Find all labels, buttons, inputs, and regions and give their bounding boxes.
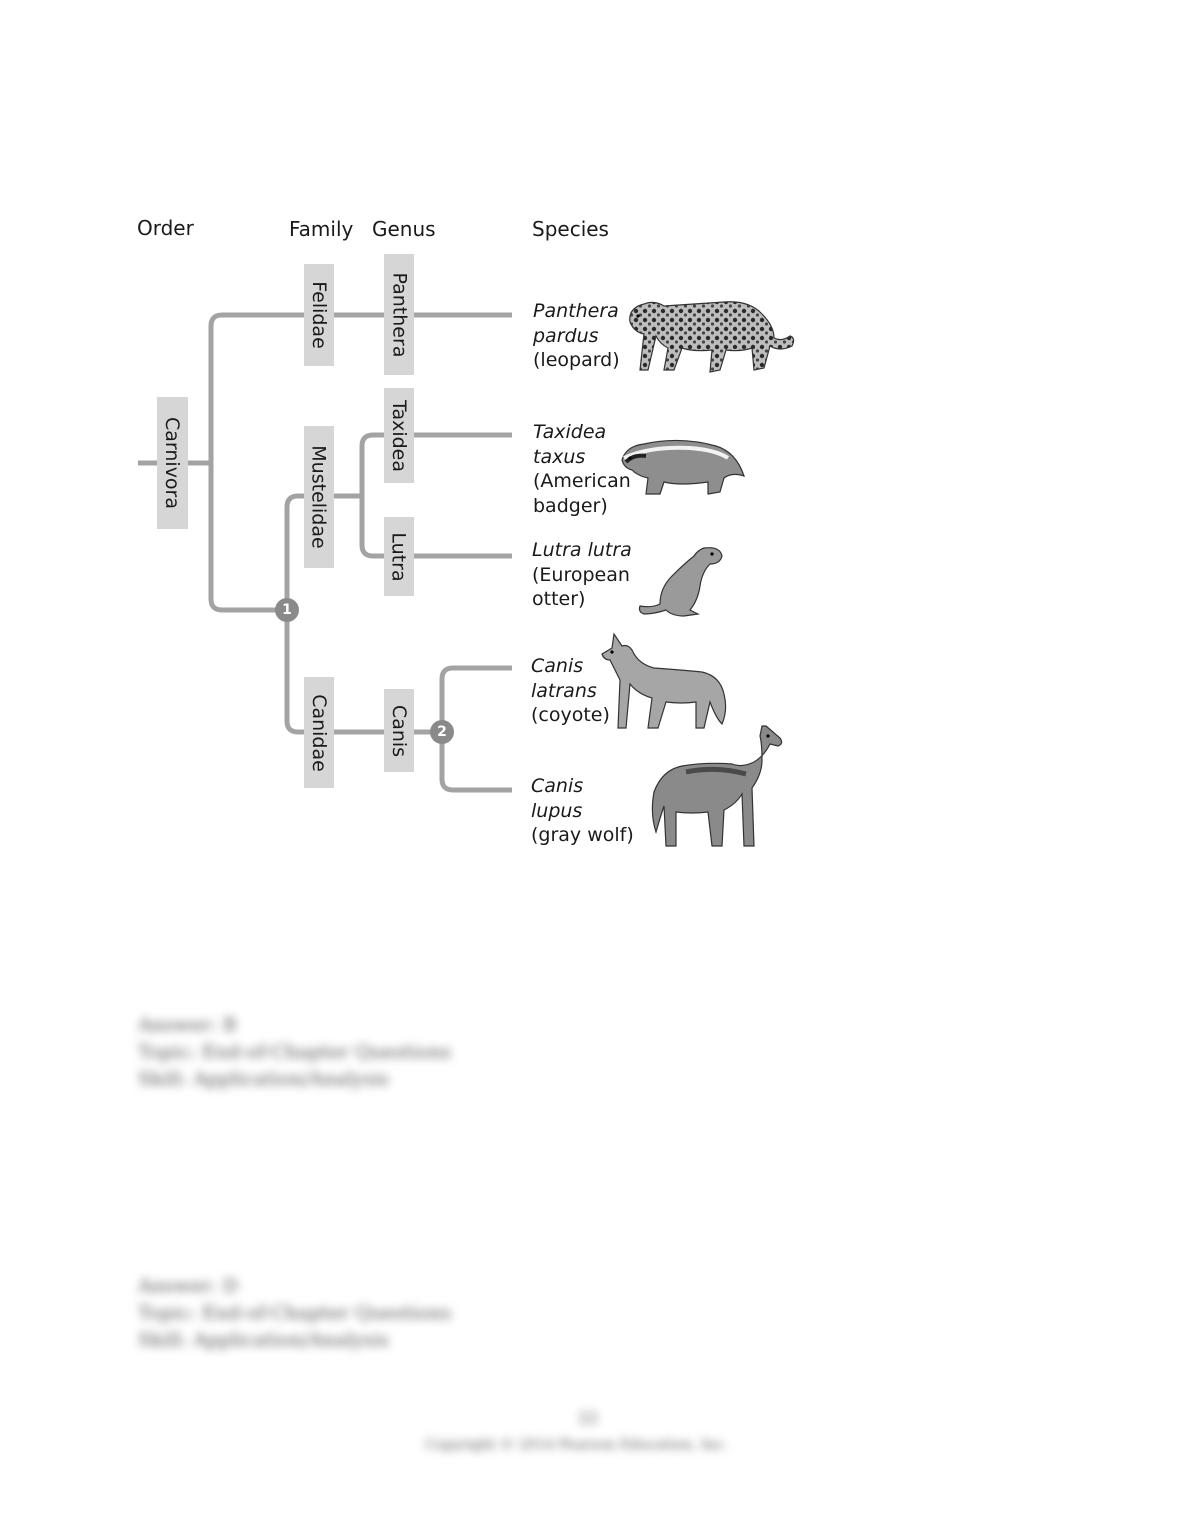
genus-taxidea: Taxidea (384, 388, 414, 483)
header-order: Order (137, 216, 194, 240)
species-badger-sci2: taxus (533, 445, 586, 468)
blurred-answer-block-1: Answer: B Topic: End-of-Chapter Question… (138, 1012, 451, 1093)
species-otter: Lutra lutra (European otter) (532, 538, 632, 612)
wolf-icon (651, 725, 783, 847)
genus-panthera: Panthera (384, 254, 414, 375)
genus-lutra: Lutra (384, 517, 414, 596)
species-badger-common1: (American (533, 470, 631, 492)
node-1: 1 (275, 598, 299, 622)
family-felidae-label: Felidae (308, 281, 330, 349)
blurred-topic-1: Topic: End-of-Chapter Questions (138, 1041, 452, 1063)
species-coyote-sci2: latrans (531, 679, 597, 702)
species-badger-sci1: Taxidea (533, 421, 607, 443)
order-split-branch (208, 312, 512, 613)
species-coyote-common: (coyote) (531, 704, 610, 726)
family-canidae-label: Canidae (308, 693, 330, 772)
species-coyote: Canis latrans (coyote) (531, 654, 610, 728)
genus-canis-label: Canis (388, 704, 411, 757)
node-2: 2 (430, 720, 454, 744)
blurred-skill-1: Skill: Application/Analysis (138, 1068, 389, 1090)
species-otter-common1: (European (532, 563, 630, 586)
species-leopard-sci2: pardus (533, 324, 599, 347)
species-wolf-common: (gray wolf) (531, 824, 634, 846)
species-otter-common2: otter) (532, 588, 586, 610)
leopard-icon (629, 301, 795, 373)
family-felidae: Felidae (304, 264, 334, 366)
blurred-topic-2: Topic: End-of-Chapter Questions (138, 1302, 452, 1324)
blurred-answer-1: Answer: B (138, 1014, 237, 1036)
coyote-icon (601, 632, 727, 729)
header-species: Species (532, 217, 609, 241)
species-coyote-sci1: Canis (531, 655, 584, 677)
species-badger: Taxidea taxus (American badger) (533, 420, 631, 518)
blurred-answer-block-2: Answer: D Topic: End-of-Chapter Question… (138, 1273, 451, 1354)
header-family: Family (289, 217, 354, 241)
blurred-skill-2: Skill: Application/Analysis (138, 1329, 389, 1351)
header-genus: Genus (372, 217, 436, 241)
genus-panthera-label: Panthera (388, 272, 410, 357)
genus-lutra-label: Lutra (388, 531, 411, 582)
order-carnivora-label: Carnivora (161, 416, 184, 510)
species-wolf-sci1: Canis (531, 775, 584, 797)
page-number: 22 (578, 1408, 599, 1427)
genus-canis: Canis (384, 689, 414, 772)
genus-taxidea-label: Taxidea (388, 399, 410, 472)
species-wolf-sci2: lupus (531, 799, 583, 822)
family-mustelidae: Mustelidae (304, 426, 334, 568)
species-otter-sci1: Lutra lutra (532, 539, 632, 561)
order-carnivora: Carnivora (157, 397, 188, 529)
blurred-answer-2: Answer: D (138, 1275, 238, 1297)
badger-icon (621, 439, 745, 495)
mustelid-genus-branch (359, 432, 385, 559)
species-leopard-sci1: Panthera (533, 300, 619, 322)
species-badger-common2: badger) (533, 494, 608, 517)
species-leopard: Panthera pardus (leopard) (533, 299, 620, 373)
species-wolf: Canis lupus (gray wolf) (531, 774, 634, 848)
species-leopard-common: (leopard) (533, 349, 620, 371)
copyright-footer: Copyright © 2014 Pearson Education, Inc. (425, 1437, 728, 1453)
otter-icon (638, 547, 723, 617)
family-canidae: Canidae (304, 677, 334, 788)
family-mustelidae-label: Mustelidae (308, 445, 330, 549)
